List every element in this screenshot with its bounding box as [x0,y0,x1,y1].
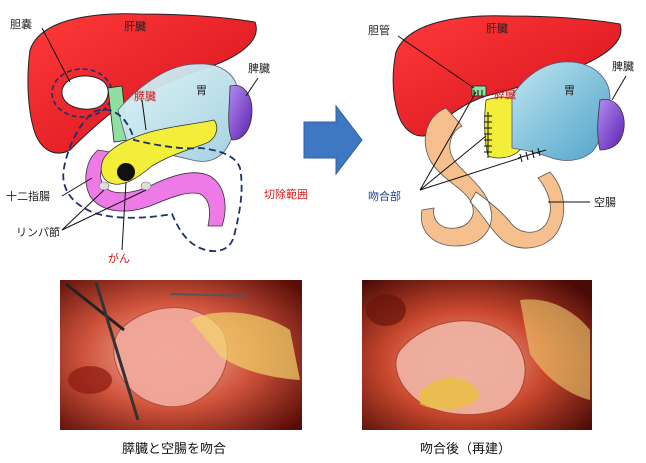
label-spleen-after: 脾臓 [612,59,634,73]
label-liver-before: 肝臓 [124,20,146,33]
caption-left: 膵臓と空腸を吻合 [122,442,226,457]
leader-spleen-before [245,77,259,97]
leader-duodenum [61,177,93,197]
leader-lymph-2 [61,189,147,231]
leader-spleen-after [611,75,627,101]
leader-cancer [121,181,127,251]
bile-duct-after [471,85,487,97]
label-anastomosis: 吻合部 [368,189,401,203]
jejunum-loop [420,107,565,249]
label-liver-after: 肝臓 [486,22,508,35]
gallbladder-shape [61,75,109,110]
after-diagram: 胆管 肝臓 脾臓 胃 膵臓 吻合部 空腸 [368,15,634,249]
spleen-shape-after [597,99,625,151]
leader-anastomosis-3 [419,157,521,191]
before-diagram: 胆嚢 肝臓 脾臓 胃 膵臓 十二指腸 リンパ節 がん 切除範囲 [6,13,308,265]
leader-bile-duct [397,35,475,89]
label-gallbladder: 胆嚢 [10,17,32,31]
label-duodenum: 十二指腸 [6,189,50,203]
label-cancer: がん [108,251,130,265]
label-jejunum: 空腸 [594,195,616,209]
resection-range-outline [62,108,243,252]
leader-anastomosis-2 [419,135,487,191]
lymph-node-2 [140,181,152,191]
label-stomach-after: 胃 [564,84,575,97]
label-pancreas-after: 膵臓 [494,88,516,101]
caption-right: 吻合後（再建） [420,442,511,457]
label-spleen-before: 脾臓 [248,61,270,75]
pancreas-shape-after [484,96,521,159]
leader-anastomosis-1 [419,91,477,191]
leader-lymph-1 [61,189,105,231]
surgery-photo-right [362,280,592,430]
label-resection-range: 切除範囲 [264,187,308,201]
spleen-shape-before [228,84,253,141]
duodenum-shape [85,149,226,227]
leader-pancreas-before [141,99,147,131]
label-pancreas-before: 膵臓 [134,90,156,103]
transition-arrow [303,104,363,176]
leader-gallbladder [41,27,71,83]
cancer-mass [117,163,135,181]
label-stomach-before: 胃 [196,84,207,97]
lymph-node-1 [98,181,110,191]
anastomosis-stitches [473,90,547,163]
label-lymph-node: リンパ節 [16,225,60,239]
label-bile-duct: 胆管 [368,23,390,37]
surgery-photo-left [60,280,302,430]
